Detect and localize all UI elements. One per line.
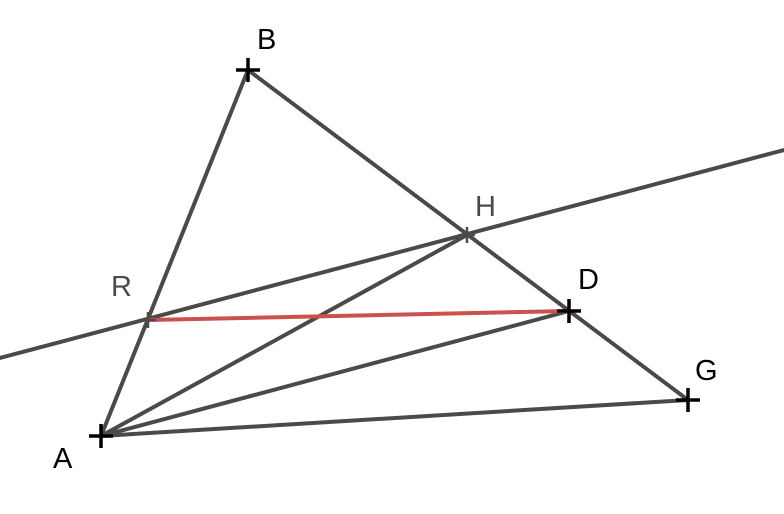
label-d: D [578,264,599,296]
point-a-marker[interactable] [89,424,113,448]
label-a: A [53,443,73,475]
segment-ah [99,233,469,438]
label-h: H [475,191,496,223]
point-d-marker[interactable] [557,299,581,323]
label-b: B [257,24,276,56]
line-rh [0,148,784,360]
segment-ag [99,398,690,438]
segment-ab [99,68,250,438]
segment-ad [99,309,571,438]
segment-rd [146,309,571,322]
point-r-marker[interactable] [140,312,156,328]
label-g: G [695,355,718,387]
point-b-marker[interactable] [236,58,260,82]
point-h-marker[interactable] [459,227,475,243]
label-r: R [111,271,132,303]
point-g-marker[interactable] [676,388,700,412]
